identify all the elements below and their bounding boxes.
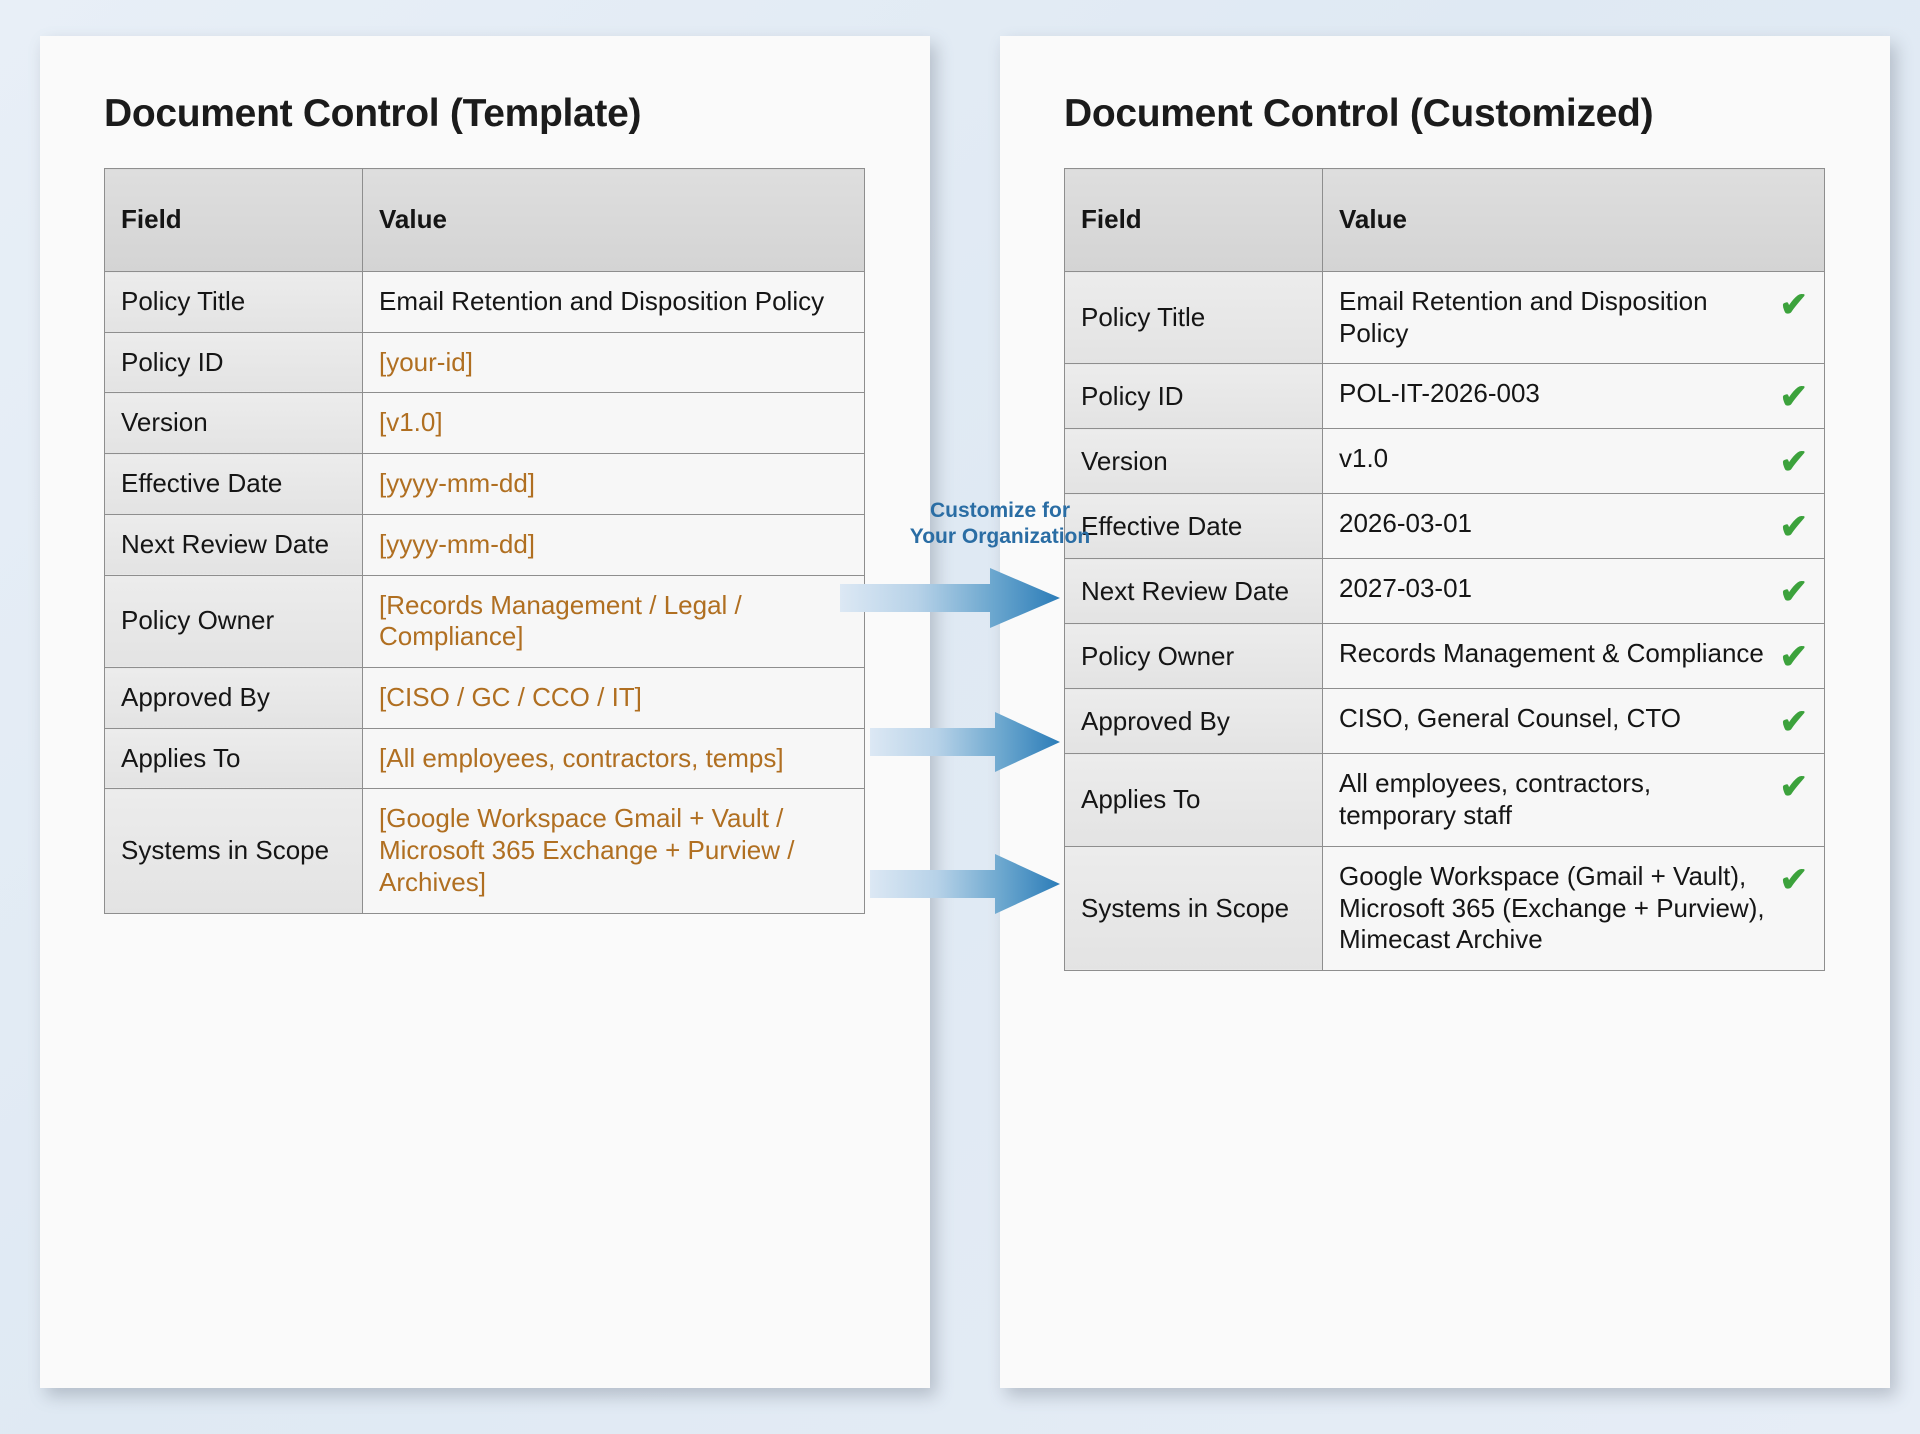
field-value: 2026-03-01 (1339, 508, 1472, 539)
field-label: Applies To (1064, 753, 1323, 847)
field-value: Email Retention and Disposition Policy (1339, 286, 1708, 348)
field-value-cell: All employees, contractors, temporary st… (1322, 753, 1825, 847)
table-row: Approved By CISO, General Counsel, CTO ✔ (1064, 688, 1825, 755)
table-header-row: Field Value (1064, 168, 1825, 272)
table-row: Version [v1.0] (104, 392, 865, 455)
field-value: POL-IT-2026-003 (1339, 378, 1540, 409)
field-value-cell: CISO, General Counsel, CTO ✔ (1322, 688, 1825, 755)
table-row: Version v1.0 ✔ (1064, 428, 1825, 495)
check-icon: ✔ (1779, 378, 1809, 417)
column-header-field: Field (104, 168, 363, 272)
field-value-cell: POL-IT-2026-003 ✔ (1322, 363, 1825, 430)
template-table-body: Policy Title Email Retention and Disposi… (104, 271, 865, 914)
field-value-placeholder: [yyyy-mm-dd] (362, 453, 865, 515)
field-label: Applies To (104, 727, 363, 790)
table-row: Applies To [All employees, contractors, … (104, 727, 865, 790)
template-card: Document Control (Template) Field Value … (40, 36, 930, 1388)
field-value: CISO, General Counsel, CTO (1339, 703, 1681, 734)
field-label: Policy Owner (1064, 623, 1323, 690)
table-row: Policy ID [your-id] (104, 331, 865, 394)
field-value-cell: v1.0 ✔ (1322, 428, 1825, 495)
field-value-placeholder: [CISO / GC / CCO / IT] (362, 667, 865, 729)
field-label: Next Review Date (1064, 558, 1323, 625)
field-value-cell: Records Management & Compliance ✔ (1322, 623, 1825, 690)
field-value: All employees, contractors, temporary st… (1339, 768, 1652, 831)
check-icon: ✔ (1779, 860, 1809, 899)
field-label: Approved By (104, 667, 363, 729)
check-icon: ✔ (1779, 573, 1809, 612)
field-value-cell: Email Retention and Disposition Policy ✔ (1322, 270, 1825, 365)
table-row: Applies To All employees, contractors, t… (1064, 753, 1825, 847)
template-card-title: Document Control (Template) (104, 92, 642, 135)
table-row: Policy Title Email Retention and Disposi… (1064, 270, 1825, 365)
field-label: Policy ID (104, 331, 363, 394)
table-header-row: Field Value (104, 168, 865, 272)
check-icon: ✔ (1779, 768, 1809, 807)
field-value-placeholder: [Records Management / Legal / Compliance… (362, 574, 865, 669)
field-value: Email Retention and Disposition Policy (362, 271, 865, 333)
column-header-value: Value (1322, 168, 1825, 272)
field-value: Records Management & Compliance (1339, 638, 1764, 669)
table-row: Effective Date [yyyy-mm-dd] (104, 453, 865, 515)
field-label: Policy Title (104, 271, 363, 333)
field-label: Policy ID (1064, 363, 1323, 430)
field-value-cell: 2026-03-01 ✔ (1322, 493, 1825, 560)
field-value-placeholder: [Google Workspace Gmail + Vault / Micros… (362, 788, 865, 914)
field-label: Version (104, 392, 363, 455)
field-value-placeholder: [v1.0] (362, 392, 865, 455)
field-label: Effective Date (1064, 493, 1323, 560)
check-icon: ✔ (1779, 638, 1809, 677)
customized-card-title: Document Control (Customized) (1064, 92, 1654, 135)
table-row: Policy Title Email Retention and Disposi… (104, 271, 865, 333)
table-row: Policy Owner [Records Management / Legal… (104, 574, 865, 669)
field-label: Policy Owner (104, 574, 363, 669)
field-value-placeholder: [All employees, contractors, temps] (362, 727, 865, 790)
field-value-cell: 2027-03-01 ✔ (1322, 558, 1825, 625)
check-icon: ✔ (1779, 703, 1809, 742)
check-icon: ✔ (1779, 286, 1809, 324)
column-header-field: Field (1064, 168, 1323, 272)
table-row: Effective Date 2026-03-01 ✔ (1064, 493, 1825, 560)
field-label: Systems in Scope (1064, 845, 1323, 972)
check-icon: ✔ (1779, 508, 1809, 547)
customized-card: Document Control (Customized) Field Valu… (1000, 36, 1890, 1388)
template-table: Field Value Policy Title Email Retention… (104, 168, 865, 914)
field-value-placeholder: [yyyy-mm-dd] (362, 513, 865, 576)
field-label: Approved By (1064, 688, 1323, 755)
customized-table: Field Value Policy Title Email Retention… (1064, 168, 1825, 972)
field-value: Google Workspace (Gmail + Vault), Micros… (1339, 860, 1765, 955)
field-label: Systems in Scope (104, 788, 363, 914)
table-row: Approved By [CISO / GC / CCO / IT] (104, 667, 865, 729)
field-label: Version (1064, 428, 1323, 495)
table-row: Policy Owner Records Management & Compli… (1064, 623, 1825, 690)
table-row: Systems in Scope [Google Workspace Gmail… (104, 788, 865, 914)
table-row: Next Review Date 2027-03-01 ✔ (1064, 558, 1825, 625)
check-icon: ✔ (1779, 443, 1809, 482)
table-row: Next Review Date [yyyy-mm-dd] (104, 513, 865, 576)
table-row: Systems in Scope Google Workspace (Gmail… (1064, 845, 1825, 972)
field-value-placeholder: [your-id] (362, 331, 865, 394)
field-value-cell: Google Workspace (Gmail + Vault), Micros… (1322, 845, 1825, 972)
field-label: Policy Title (1064, 270, 1323, 365)
column-header-value: Value (362, 168, 865, 272)
field-value: v1.0 (1339, 443, 1389, 474)
table-row: Policy ID POL-IT-2026-003 ✔ (1064, 363, 1825, 430)
customized-table-body: Policy Title Email Retention and Disposi… (1064, 270, 1825, 972)
field-value: 2027-03-01 (1339, 573, 1472, 604)
field-label: Effective Date (104, 453, 363, 515)
field-label: Next Review Date (104, 513, 363, 576)
